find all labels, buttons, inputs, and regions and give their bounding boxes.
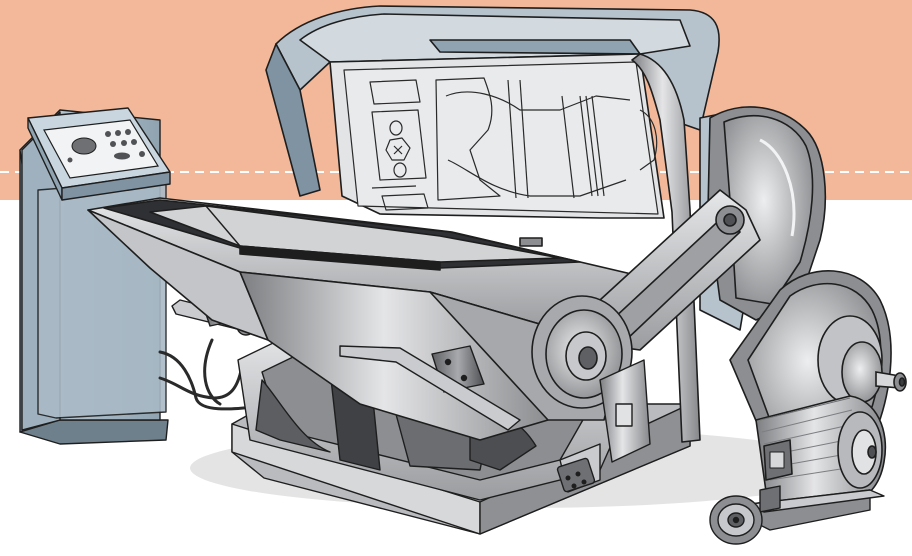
hand-wheel bbox=[709, 495, 763, 545]
panel-button bbox=[105, 131, 111, 137]
support-column bbox=[556, 359, 651, 493]
crank-arm bbox=[599, 189, 761, 351]
indicator-light bbox=[67, 157, 73, 163]
panel-button bbox=[131, 139, 137, 145]
panel-switch bbox=[114, 152, 130, 160]
side-lever bbox=[339, 345, 521, 431]
console-cables bbox=[158, 338, 264, 411]
panel-button bbox=[125, 129, 131, 135]
flywheel bbox=[707, 106, 827, 321]
pulley bbox=[817, 315, 907, 405]
panel-button bbox=[139, 151, 145, 157]
die-board bbox=[343, 61, 659, 215]
panel-button bbox=[110, 141, 116, 147]
panel-button bbox=[121, 140, 127, 146]
panel-button bbox=[115, 130, 121, 136]
control-panel bbox=[43, 119, 159, 179]
control-knob bbox=[71, 137, 97, 155]
